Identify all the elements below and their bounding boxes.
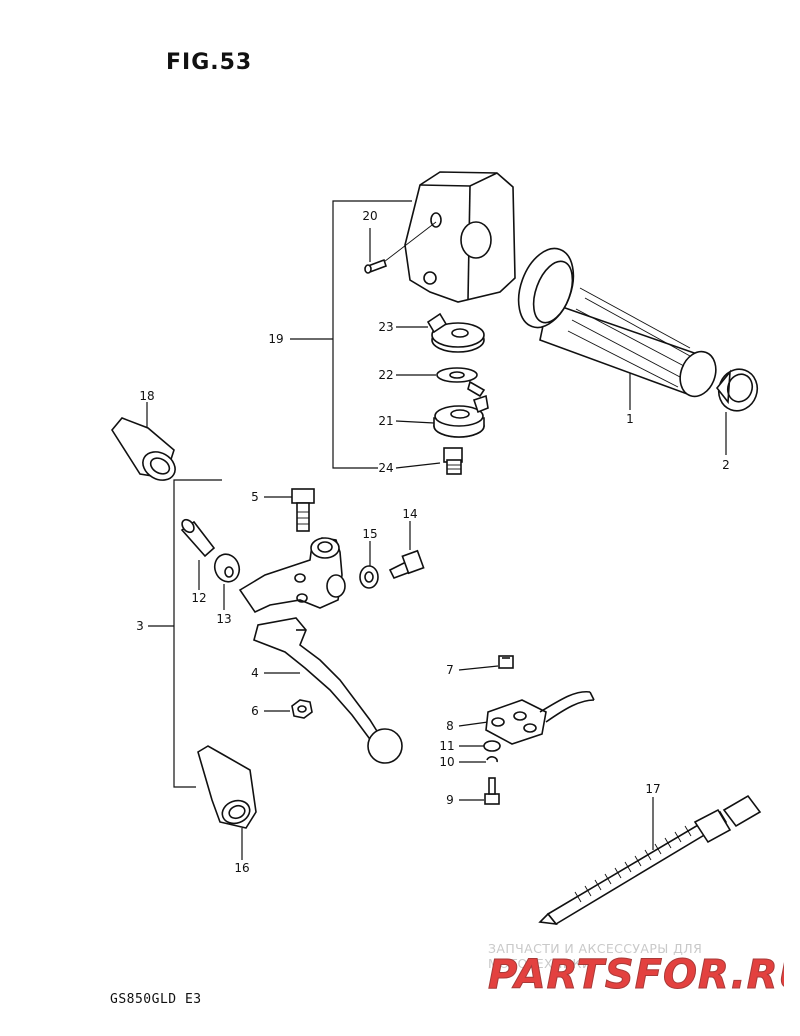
callout-23: 23 [378, 320, 394, 334]
watermark-logo-text: PARTSFOR.RU [488, 952, 784, 998]
callout-5: 5 [251, 490, 259, 504]
bolt-part-12 [180, 518, 216, 558]
callout-13: 13 [216, 612, 232, 626]
callout-8: 8 [446, 719, 454, 733]
lever-part-4 [253, 617, 403, 764]
callout-1: 1 [626, 412, 634, 426]
callout-2: 2 [722, 458, 730, 472]
callout-18: 18 [139, 389, 155, 403]
watermark-logo: PARTSFOR.RU [488, 952, 785, 999]
leader-lines [146, 228, 727, 860]
callout-22: 22 [378, 368, 394, 382]
model-code: GS850GLD E3 [110, 992, 202, 1007]
lever-holder [238, 537, 346, 614]
callout-16: 16 [234, 861, 250, 875]
switch-part-8 [485, 690, 595, 745]
callout-24: 24 [378, 461, 394, 475]
screw-part-7 [498, 655, 514, 669]
callout-15: 15 [362, 527, 378, 541]
callout-17: 17 [645, 782, 661, 796]
callout-19: 19 [268, 332, 284, 346]
callout-9: 9 [446, 793, 454, 807]
group-3-bracket [148, 479, 222, 788]
e-ring-part-10 [486, 756, 498, 763]
throttle-pulley-part-21 [433, 394, 489, 438]
grip-part-1 [517, 247, 717, 398]
washer-part-15 [359, 565, 379, 589]
washer-part-11 [483, 740, 501, 752]
callout-3: 3 [136, 619, 144, 633]
cover-part-16 [197, 745, 257, 829]
boot-part-18 [111, 417, 176, 481]
callout-11: 11 [439, 739, 455, 753]
screw-part-9 [484, 777, 500, 805]
guide-part-23 [426, 312, 485, 353]
group-19-bracket [290, 200, 412, 469]
callout-6: 6 [251, 704, 259, 718]
bolt-part-14 [388, 549, 425, 580]
switch-housing-part-19 [379, 171, 516, 303]
callout-21: 21 [378, 414, 394, 428]
screw-part-20 [364, 258, 388, 274]
callout-4: 4 [251, 666, 259, 680]
nut-part-13 [213, 553, 241, 583]
nut-part-6 [291, 699, 313, 719]
callout-14: 14 [402, 507, 418, 521]
adjuster-part-24 [443, 447, 463, 475]
callout-10: 10 [439, 755, 455, 769]
grip-end-part-2 [715, 368, 759, 412]
cable-tie-part-17 [538, 794, 762, 926]
watermark-tagline: ЗАПЧАСТИ И АКСЕССУАРЫ ДЛЯ МОТОТЕХНИКИ [488, 941, 703, 971]
figure-title: FIG.53 [166, 50, 253, 75]
callout-20: 20 [362, 209, 378, 223]
callout-12: 12 [191, 591, 207, 605]
washer-part-22 [436, 367, 486, 398]
bolt-part-5 [291, 488, 315, 532]
callout-7: 7 [446, 663, 454, 677]
